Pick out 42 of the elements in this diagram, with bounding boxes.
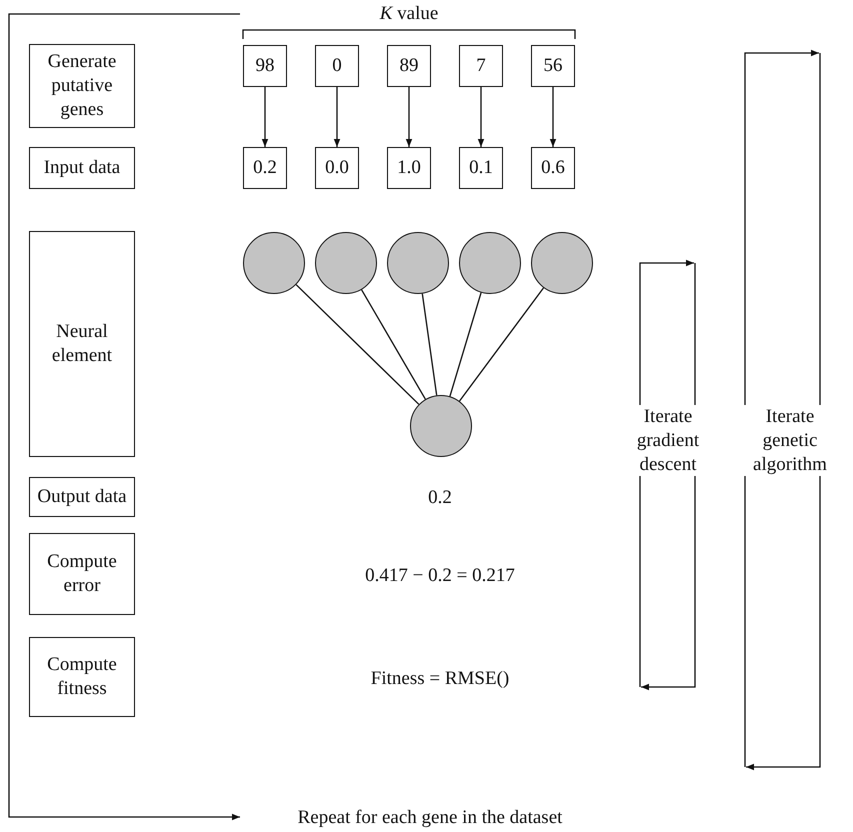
- value-box: [243, 147, 287, 189]
- value-box: [459, 147, 503, 189]
- connection-line: [458, 288, 544, 402]
- value-box: [387, 45, 431, 87]
- node-text: Generate putative genes: [46, 50, 118, 122]
- node-text: 89: [398, 54, 420, 78]
- arrow: [334, 87, 340, 147]
- node-text: 56: [542, 54, 564, 78]
- node-text: Input data: [42, 156, 122, 180]
- node-text: Neural element: [50, 320, 114, 368]
- arrow: [478, 87, 484, 147]
- value-box: [459, 45, 503, 87]
- node-text: 7: [475, 54, 487, 78]
- value-box: [531, 45, 575, 87]
- node-text: 0.0: [324, 156, 350, 180]
- node-text: 98: [254, 54, 276, 78]
- process-box: [29, 477, 135, 517]
- value-box: [315, 147, 359, 189]
- arrow: [550, 87, 556, 147]
- value-box: [387, 147, 431, 189]
- connection-line: [449, 292, 482, 396]
- connection-line: [296, 284, 420, 405]
- arrow: [262, 87, 268, 147]
- value-box: [531, 147, 575, 189]
- connection-line: [361, 289, 426, 400]
- value-box: [315, 45, 359, 87]
- process-box: [29, 637, 135, 717]
- node-text: Output data: [36, 485, 128, 509]
- process-box: [29, 44, 135, 128]
- node-text: 0.6: [540, 156, 566, 180]
- node-text: Compute error: [46, 550, 118, 598]
- value-box: [243, 45, 287, 87]
- process-box: [29, 231, 135, 457]
- process-box: [29, 533, 135, 615]
- node-text: 0: [331, 54, 343, 78]
- node-text: Compute fitness: [46, 653, 118, 701]
- connection-line: [422, 294, 438, 396]
- node-text: 0.2: [252, 156, 278, 180]
- process-box: [29, 147, 135, 189]
- arrow: [406, 87, 412, 147]
- node-text: 1.0: [396, 156, 422, 180]
- node-text: 0.1: [468, 156, 494, 180]
